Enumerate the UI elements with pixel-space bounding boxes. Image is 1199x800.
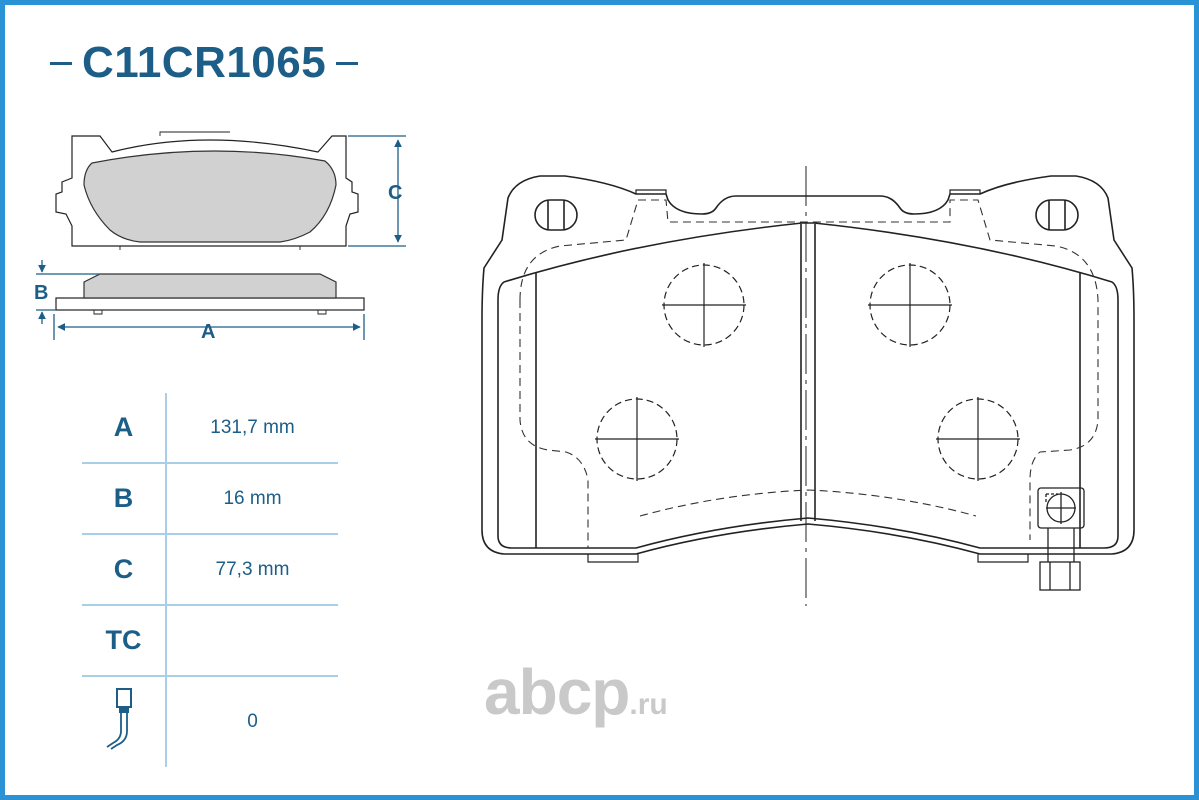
spec-row-tc: TC [82, 605, 338, 677]
mount-hole-right [1035, 199, 1079, 231]
spec-row-b: B 16 mm [82, 463, 338, 535]
spec-row-sensor: 0 [82, 676, 338, 767]
spec-key: B [82, 463, 167, 535]
backing-plate-outline [481, 175, 1135, 555]
spec-row-c: C 77,3 mm [82, 534, 338, 606]
spec-key: C [82, 534, 167, 606]
center-slot [800, 224, 816, 521]
sensor-wire-icon [106, 687, 132, 750]
watermark-tld: .ru [629, 688, 668, 721]
spec-value: 0 [247, 711, 258, 732]
dimension-b-label: B [34, 282, 48, 304]
piston-top-right [868, 263, 952, 347]
friction-material-side [83, 273, 337, 299]
spec-key: TC [82, 605, 167, 677]
piston-circles [595, 263, 1020, 481]
dimension-a-label: A [201, 321, 215, 343]
wear-sensor [1037, 487, 1085, 591]
spec-table: A 131,7 mm B 16 mm C 77,3 mm TC 0 [82, 393, 338, 767]
spec-key-icon-cell [82, 676, 167, 767]
title-dash-left [50, 61, 72, 65]
friction-material-outline [497, 222, 1119, 549]
page-title: C11CR1065 [50, 38, 359, 88]
pad-front-view [55, 131, 359, 250]
spec-row-a: A 131,7 mm [82, 393, 338, 464]
dimension-c [348, 135, 406, 247]
pad-technical-drawing [481, 175, 1135, 591]
dimension-c-label: C [388, 182, 402, 204]
piston-bottom-left [595, 397, 679, 481]
spec-value: 77,3 mm [166, 534, 338, 606]
piston-top-left [662, 263, 746, 347]
watermark-main: abcp [484, 656, 630, 728]
pad-side-view [55, 273, 365, 315]
hidden-contour [519, 199, 1099, 548]
watermark-logo: abcp .ru [484, 655, 668, 729]
spec-key: A [82, 393, 167, 464]
friction-material-front [83, 150, 337, 243]
title-dash-right [336, 61, 359, 65]
dimension-b [36, 260, 100, 324]
part-code: C11CR1065 [82, 38, 327, 87]
mount-hole-left [534, 199, 578, 231]
spec-value [166, 605, 338, 677]
dimension-a [53, 314, 365, 340]
spec-value: 16 mm [166, 463, 338, 535]
piston-bottom-right [936, 397, 1020, 481]
spec-value: 131,7 mm [166, 393, 338, 464]
